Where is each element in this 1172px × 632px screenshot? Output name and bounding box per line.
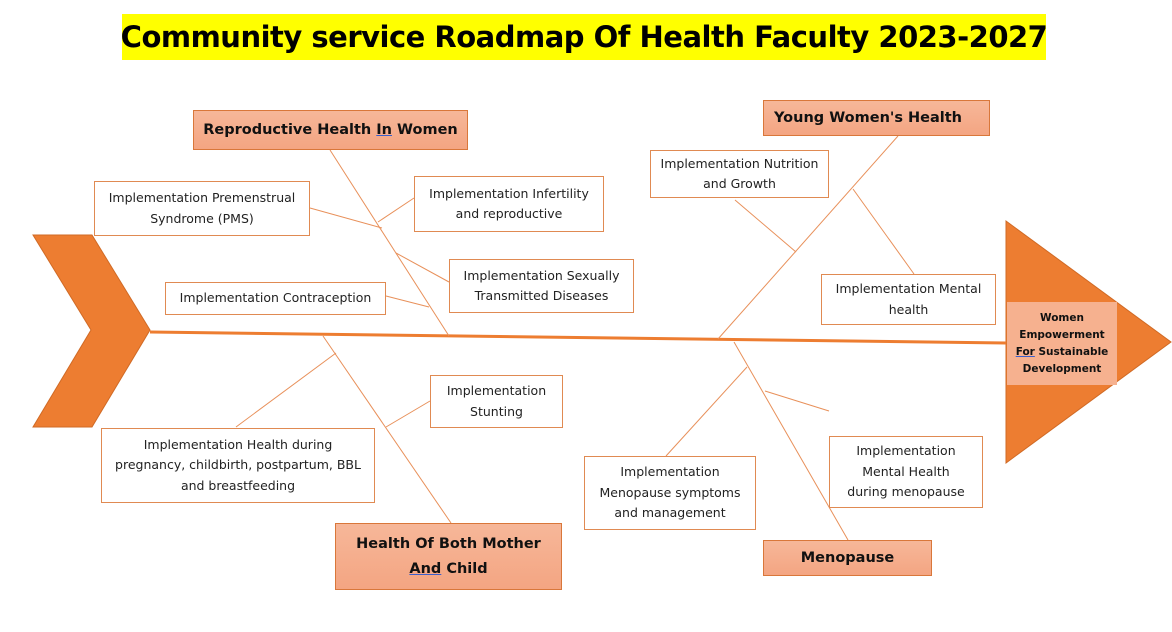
rib-pregnancy [235,352,337,428]
item-nutrition: Implementation Nutrition and Growth [650,150,829,198]
item-stunting: Implementation Stunting [430,375,563,428]
bone-mother-child [322,335,452,524]
page-title: Community service Roadmap Of Health Facu… [121,14,1048,60]
goal-text: Women [1040,311,1084,324]
item-infertility: Implementation Infertility and reproduct… [414,176,604,232]
item-pms: Implementation Premenstrual Syndrome (PM… [94,181,310,236]
tail-chevron [32,234,151,428]
category-text: Health Of Both Mother [356,535,541,552]
category-text: Child [441,560,488,577]
rib-pms [309,207,383,229]
category-underlined-word: In [376,121,392,138]
rib-nutrition [734,199,797,253]
goal-text: Empowerment [1019,328,1105,341]
category-reproductive-health: Reproductive Health In Women [193,110,468,150]
goal-text: Sustainable [1034,345,1109,358]
category-mother-child-health: Health Of Both Mother And Child [335,523,562,590]
category-text: Women [392,121,458,138]
item-mental-health: Implementation Mental health [821,274,996,325]
category-text: Menopause [800,549,895,566]
category-text: Reproductive Health [203,121,377,138]
goal-label: Women Empowerment For Sustainable Develo… [1007,302,1117,385]
item-pregnancy: Implementation Health during pregnancy, … [101,428,375,503]
rib-stunting [385,400,431,428]
item-menopause-symptoms: Implementation Menopause symptoms and ma… [584,456,756,530]
goal-text: Development [1022,362,1102,375]
spine-line [149,330,1007,345]
rib-contraception [385,295,430,308]
rib-meno-symptoms [665,366,748,457]
rib-meno-mental [764,390,830,412]
item-menopause-mental-health: Implementation Mental Health during meno… [829,436,983,508]
bone-young [717,135,899,340]
item-contraception: Implementation Contraception [165,282,386,315]
goal-underlined-word: For [1015,345,1035,358]
category-text: Young Women's Health [774,109,963,126]
category-menopause: Menopause [763,540,932,576]
rib-sti [395,252,450,283]
rib-mental [852,188,915,275]
category-young-womens-health: Young Women's Health [763,100,990,136]
category-underlined-word: And [409,560,442,577]
bone-reproductive [329,149,450,337]
item-sti: Implementation Sexually Transmitted Dise… [449,259,634,313]
rib-infertility [377,197,415,223]
